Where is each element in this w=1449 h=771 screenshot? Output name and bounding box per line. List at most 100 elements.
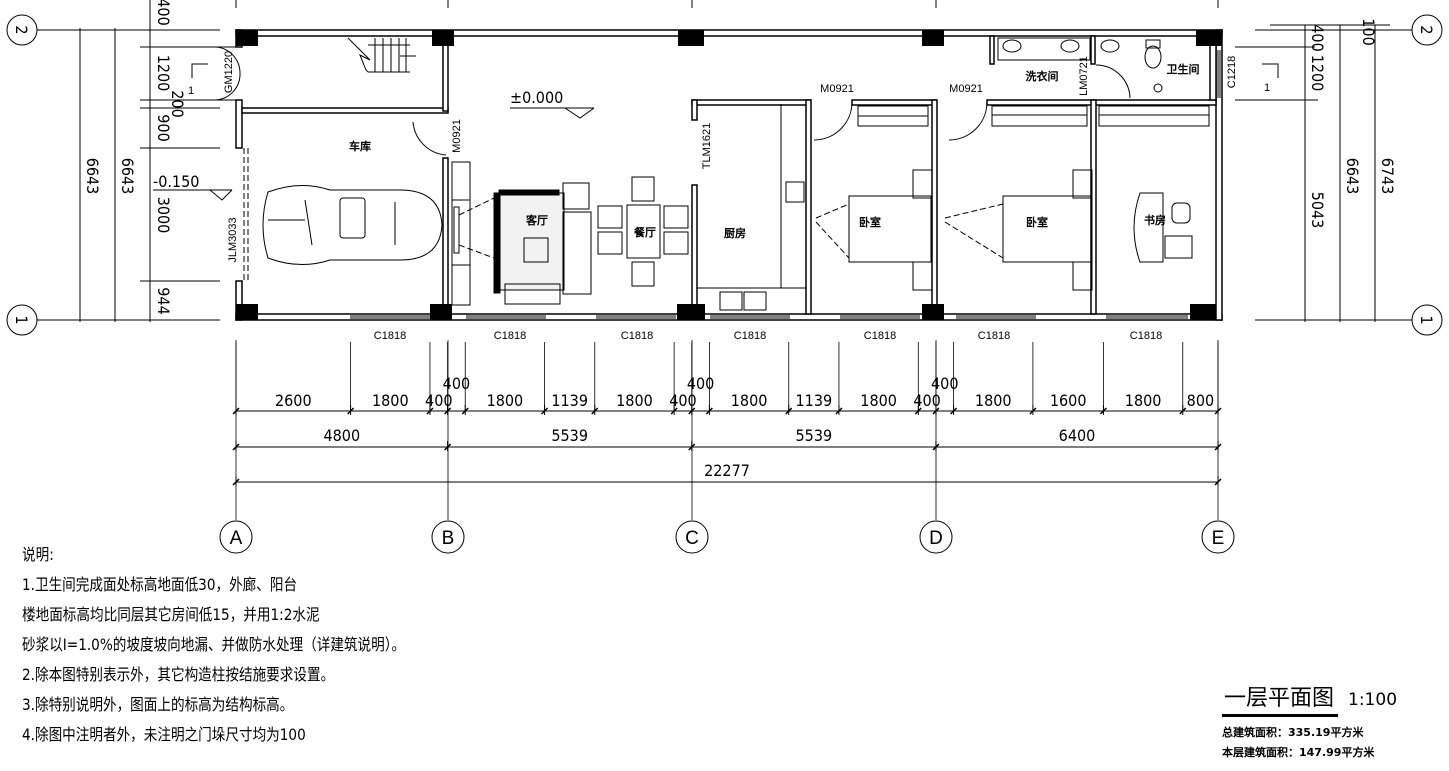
title-block: 一层平面图 1:100 总建筑面积：335.19平方米 本层建筑面积：147.99… xyxy=(1222,680,1397,763)
dim-detail-value: 2600 xyxy=(275,391,312,410)
room-labels: 车库 客厅 餐厅 厨房 卧室 卧室 书房 洗衣间 卫生间 xyxy=(349,62,1200,240)
dim-1200: 1200 xyxy=(1308,55,1327,92)
axis-label-d: D xyxy=(929,528,943,549)
dim-detail-value: 1600 xyxy=(1050,391,1087,410)
note-line: 2.除本图特别表示外，其它构造柱按结施要求设置。 xyxy=(22,665,335,684)
study-desk xyxy=(1133,192,1193,263)
door-swings xyxy=(214,46,1131,156)
total-area: 总建筑面积：335.19平方米 xyxy=(1222,726,1364,739)
room-label-dining: 餐厅 xyxy=(633,225,656,239)
top-extension-lines xyxy=(235,0,1219,8)
dim-1200: 1200 xyxy=(154,55,173,92)
section-marks: 1 1 xyxy=(188,63,1279,97)
window-label: C1818 xyxy=(978,330,1010,342)
axis-bubble xyxy=(1201,520,1235,554)
door-label: LM0721 xyxy=(1078,56,1090,96)
axis-label-e: E xyxy=(1212,528,1225,549)
drawing-title: 一层平面图 xyxy=(1222,680,1339,717)
dim-detail-value: 800 xyxy=(1187,391,1214,410)
axis-bubble xyxy=(219,520,253,554)
room-label-bathroom: 卫生间 xyxy=(1167,62,1200,76)
axis-label: 1 xyxy=(12,315,31,324)
dim-total: 6743 xyxy=(1378,158,1397,195)
dim-total: 6643 xyxy=(1343,158,1362,195)
elevation-marks: ±0.000 -0.150 xyxy=(153,88,595,201)
dim-detail-value: 400 xyxy=(913,391,940,410)
dim-bay-value: 6400 xyxy=(1059,426,1096,445)
living-room-furniture xyxy=(451,161,592,306)
dim-overall-value: 22277 xyxy=(704,461,750,480)
opening-labels: GM1220 JLM3033 M0921 TLM1621 M0921 M0921… xyxy=(223,51,1238,342)
note-line: 3.除特别说明外，图面上的标高为结构标高。 xyxy=(22,695,294,714)
dim-detail-value: 1139 xyxy=(796,391,833,410)
axis-label-b: B xyxy=(442,528,455,549)
dim-bay-value: 4800 xyxy=(323,426,360,445)
dim-200: 200 xyxy=(168,90,187,117)
right-dimensions: 100 400 1200 5043 6643 6743 xyxy=(1235,18,1397,322)
drawing-scale: 1:100 xyxy=(1348,690,1398,710)
dim-detail-value: 1139 xyxy=(551,391,588,410)
dim-400: 400 xyxy=(1308,24,1327,51)
room-label-bedroom: 卧室 xyxy=(1026,215,1048,229)
dim-detail-value: 1800 xyxy=(1125,391,1162,410)
dim-detail-value: 400 xyxy=(687,374,714,393)
dim-total: 6643 xyxy=(83,158,102,195)
dim-detail-value: 1800 xyxy=(487,391,524,410)
exterior-walls xyxy=(235,29,1223,321)
axis-bubble xyxy=(431,520,465,554)
dim-detail-value: 1800 xyxy=(860,391,897,410)
dim-944: 944 xyxy=(154,287,173,314)
room-label-laundry: 洗衣间 xyxy=(1026,69,1059,83)
window-label: C1818 xyxy=(864,330,896,342)
stair-icon xyxy=(347,37,416,73)
bedroom-furniture xyxy=(815,105,1210,291)
note-line: 4.除图中注明者外，未注明之门垛尺寸均为100 xyxy=(22,725,306,744)
bathroom-fixtures xyxy=(997,37,1163,93)
dim-tick-mark xyxy=(444,443,452,451)
dim-bay-value: 5539 xyxy=(551,426,588,445)
dim-100: 100 xyxy=(1359,18,1378,45)
dim-detail-value: 400 xyxy=(425,391,452,410)
door-label: M0921 xyxy=(451,119,463,153)
axis-label: 2 xyxy=(1417,25,1436,34)
window-label: C1218 xyxy=(1226,56,1238,88)
dim-detail-value: 400 xyxy=(669,391,696,410)
dim-detail-value: 1800 xyxy=(616,391,653,410)
section-mark-label: 1 xyxy=(1264,82,1270,94)
left-dimensions: 400 1200 200 900 3000 944 6643 6643 xyxy=(79,0,220,322)
door-label: M0921 xyxy=(949,83,983,95)
note-line: 楼地面标高均比同层其它房间低15，并用1:2水泥 xyxy=(22,605,320,624)
floor-area: 本层建筑面积：147.99平方米 xyxy=(1222,746,1375,759)
door-label: GM1220 xyxy=(223,51,235,93)
window-label: C1818 xyxy=(374,330,406,342)
dim-400: 400 xyxy=(154,0,173,26)
elevation-main: ±0.000 xyxy=(510,88,563,107)
window-label: C1818 xyxy=(621,330,653,342)
notes-heading: 说明: xyxy=(22,545,54,564)
note-line: 1.卫生间完成面处标高地面低30，外廊、阳台 xyxy=(22,575,298,594)
dim-3000: 3000 xyxy=(154,197,173,234)
dim-total: 6643 xyxy=(118,158,137,195)
dim-bay-value: 5539 xyxy=(796,426,833,445)
notes-section: 说明: 1.卫生间完成面处标高地面低30，外廊、阳台 楼地面标高均比同层其它房间… xyxy=(22,540,473,750)
interior-walls xyxy=(241,35,1217,315)
room-label-living: 客厅 xyxy=(525,213,548,227)
car-icon xyxy=(262,184,443,266)
window-label: C1818 xyxy=(734,330,766,342)
kitchen-fixtures xyxy=(697,104,806,311)
axis-label-a: A xyxy=(230,528,243,549)
dim-detail-value: 400 xyxy=(931,374,958,393)
door-label: M0921 xyxy=(820,83,854,95)
window-label: C1818 xyxy=(1130,330,1162,342)
room-label-bedroom: 卧室 xyxy=(859,215,881,229)
axis-bubble xyxy=(919,520,953,554)
dim-detail-value: 1800 xyxy=(731,391,768,410)
dim-detail-value: 400 xyxy=(443,374,470,393)
axis-label: 1 xyxy=(1417,315,1436,324)
axis-row-1: 1 1 xyxy=(6,304,1443,336)
note-line: 砂浆以I=1.0%的坡度坡向地漏、并做防水处理（详建筑说明）。 xyxy=(22,635,406,654)
room-label-kitchen: 厨房 xyxy=(724,226,746,240)
dining-table xyxy=(597,176,689,287)
